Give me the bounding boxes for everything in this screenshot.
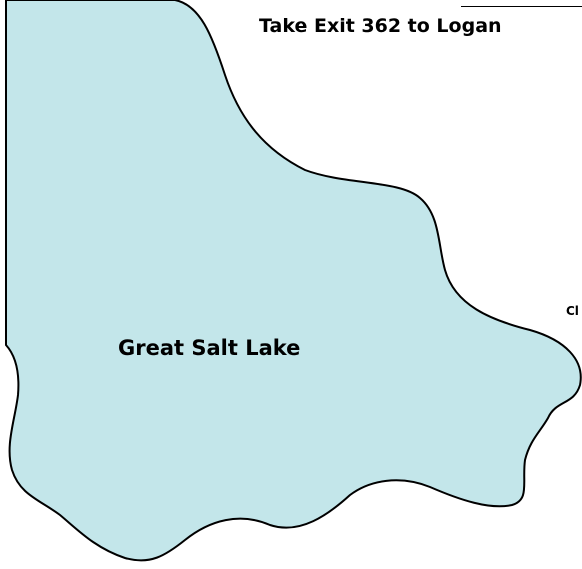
exit-underline-rule <box>461 6 582 7</box>
great-salt-lake-shape <box>5 0 582 562</box>
exit-directions-label: Take Exit 362 to Logan <box>259 15 502 37</box>
partial-place-label: Cl <box>566 304 579 318</box>
lake-name-label: Great Salt Lake <box>118 336 301 360</box>
